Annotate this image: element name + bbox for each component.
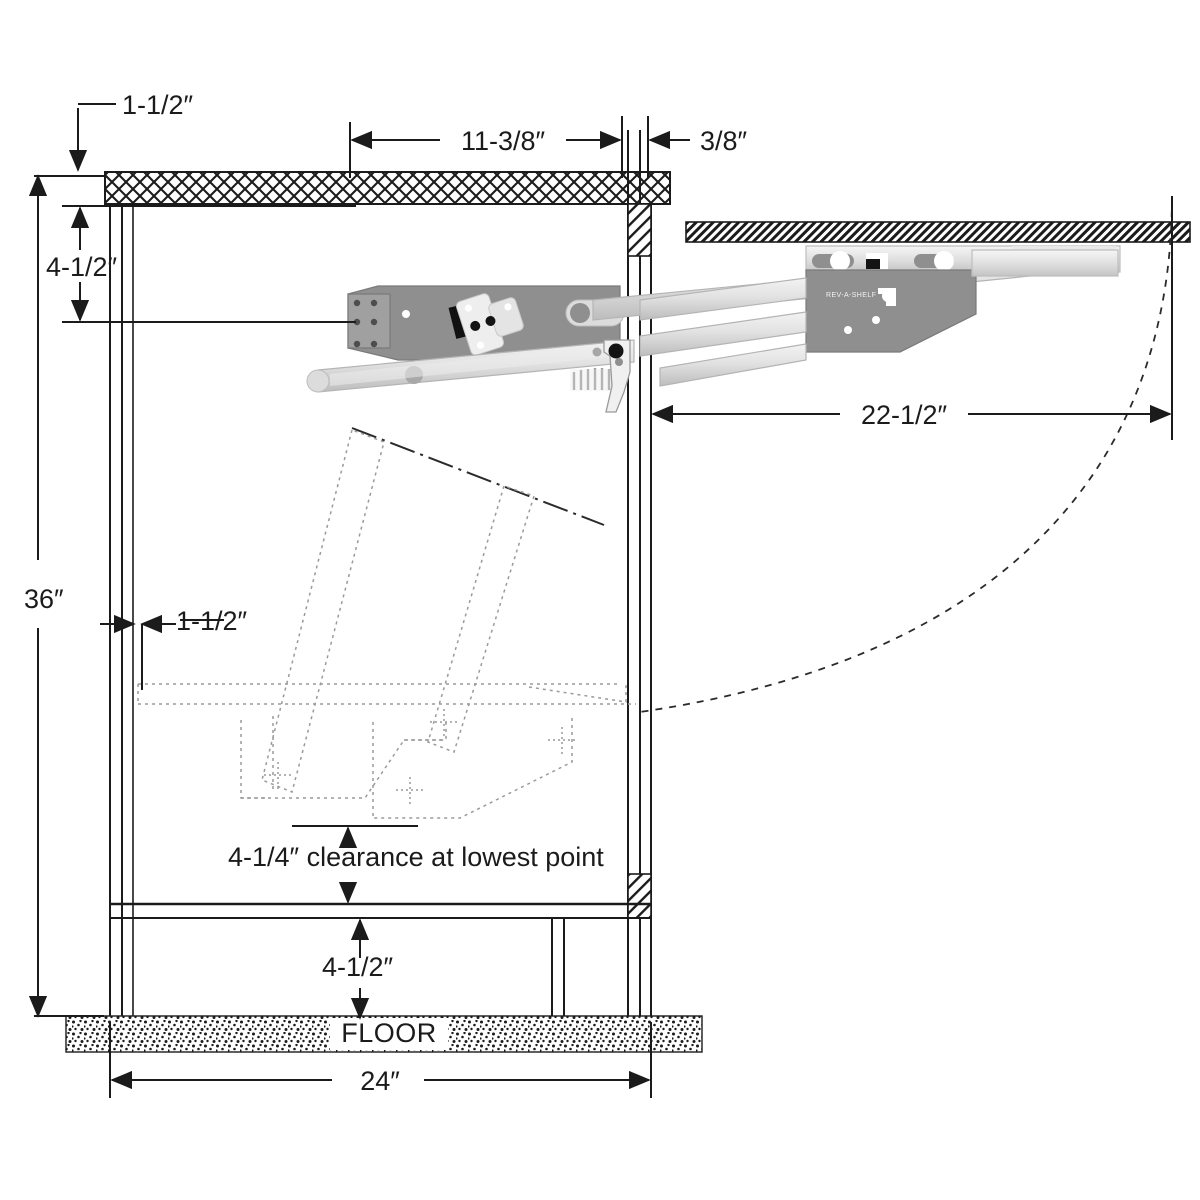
hardware-pivot-pin — [570, 303, 590, 323]
dim-upper-clear-height-label: 4-1/2″ — [46, 252, 118, 282]
lowered-shelf-ghost — [137, 427, 636, 820]
dim-toe-kick: 4-1/2″ — [322, 918, 394, 1020]
hardware-rail-slots — [812, 251, 954, 271]
dim-cabinet-height: 36″ — [24, 174, 104, 1018]
dim-lowest-clearance: 4-1/4″ clearance at lowest point — [228, 825, 604, 904]
hardware-extension-rail — [971, 249, 1119, 277]
floor-slab: FLOOR — [65, 1015, 703, 1053]
dim-cabinet-height-label: 36″ — [24, 584, 64, 614]
floor-label: FLOOR — [341, 1018, 437, 1048]
dim-face-frame: 3/8″ — [647, 116, 748, 178]
swing-radius-arc — [639, 195, 1173, 713]
hardware-adjuster-cluster — [455, 293, 524, 356]
ghost-shelf-edge — [528, 684, 627, 703]
dim-extension-reach: 22-1/2″ — [650, 196, 1173, 452]
upper-wall-shelf — [685, 221, 1191, 243]
dim-side-offset: 1-1/2″ — [100, 606, 248, 690]
dim-cabinet-width-label: 24″ — [360, 1066, 400, 1096]
countertop-board — [104, 171, 671, 205]
hardware-arm-highlight — [330, 344, 618, 386]
hardware-right-lower-arm — [639, 311, 807, 357]
ghost-arm-right — [427, 485, 535, 753]
dim-face-frame-label: 3/8″ — [700, 126, 748, 156]
dimension-annotations: 1-1/2″ 11-3/8″ 3/8″ 4-1/2″ — [24, 90, 1173, 1098]
hardware-latch-pin — [615, 358, 623, 366]
ghost-tilt-axis — [351, 427, 605, 526]
hardware-lower-arm-cap — [306, 369, 330, 393]
dim-upper-depth-label: 11-3/8″ — [461, 126, 546, 156]
dim-lowest-clearance-label: 4-1/4″ clearance at lowest point — [228, 842, 604, 872]
hardware-right-third-arm — [659, 343, 807, 387]
hardware-bracket-body — [805, 269, 977, 353]
hardware-latch-bolt — [608, 343, 624, 359]
dim-upper-depth: 11-3/8″ — [349, 116, 623, 178]
hardware-latch-hook — [603, 339, 631, 413]
hardware-latch-washer — [592, 347, 602, 357]
dim-side-offset-label: 1-1/2″ — [176, 606, 248, 636]
cabinet-left-side-panel — [109, 204, 123, 1030]
dim-top-offset: 1-1/2″ — [68, 90, 194, 172]
ghost-basket-right — [373, 718, 573, 819]
hardware-plate-flange — [347, 293, 391, 349]
dim-cabinet-width: 24″ — [109, 1022, 652, 1098]
hardware-spring — [570, 368, 614, 391]
hardware-flange-holes — [353, 299, 378, 348]
hardware-right-upper-arm — [639, 277, 807, 321]
dim-upper-clear-height: 4-1/2″ — [46, 205, 356, 323]
dim-toe-kick-label: 4-1/2″ — [322, 952, 394, 982]
hardware-bracket-holes — [844, 316, 880, 334]
dim-top-offset-label: 1-1/2″ — [122, 90, 194, 120]
cabinet-bottom-deck — [110, 902, 651, 919]
ghost-basket-left — [240, 718, 447, 799]
hardware-plate-pin — [402, 310, 410, 318]
pulldown-hardware-right: REV-A-SHELF — [639, 245, 1121, 387]
ghost-arm-left — [261, 429, 385, 794]
cabinet-carcase — [104, 130, 671, 1040]
toe-kick-riser — [551, 918, 565, 1022]
hardware-brand-label: REV-A-SHELF — [826, 292, 876, 299]
dim-extension-reach-label: 22-1/2″ — [861, 400, 948, 430]
